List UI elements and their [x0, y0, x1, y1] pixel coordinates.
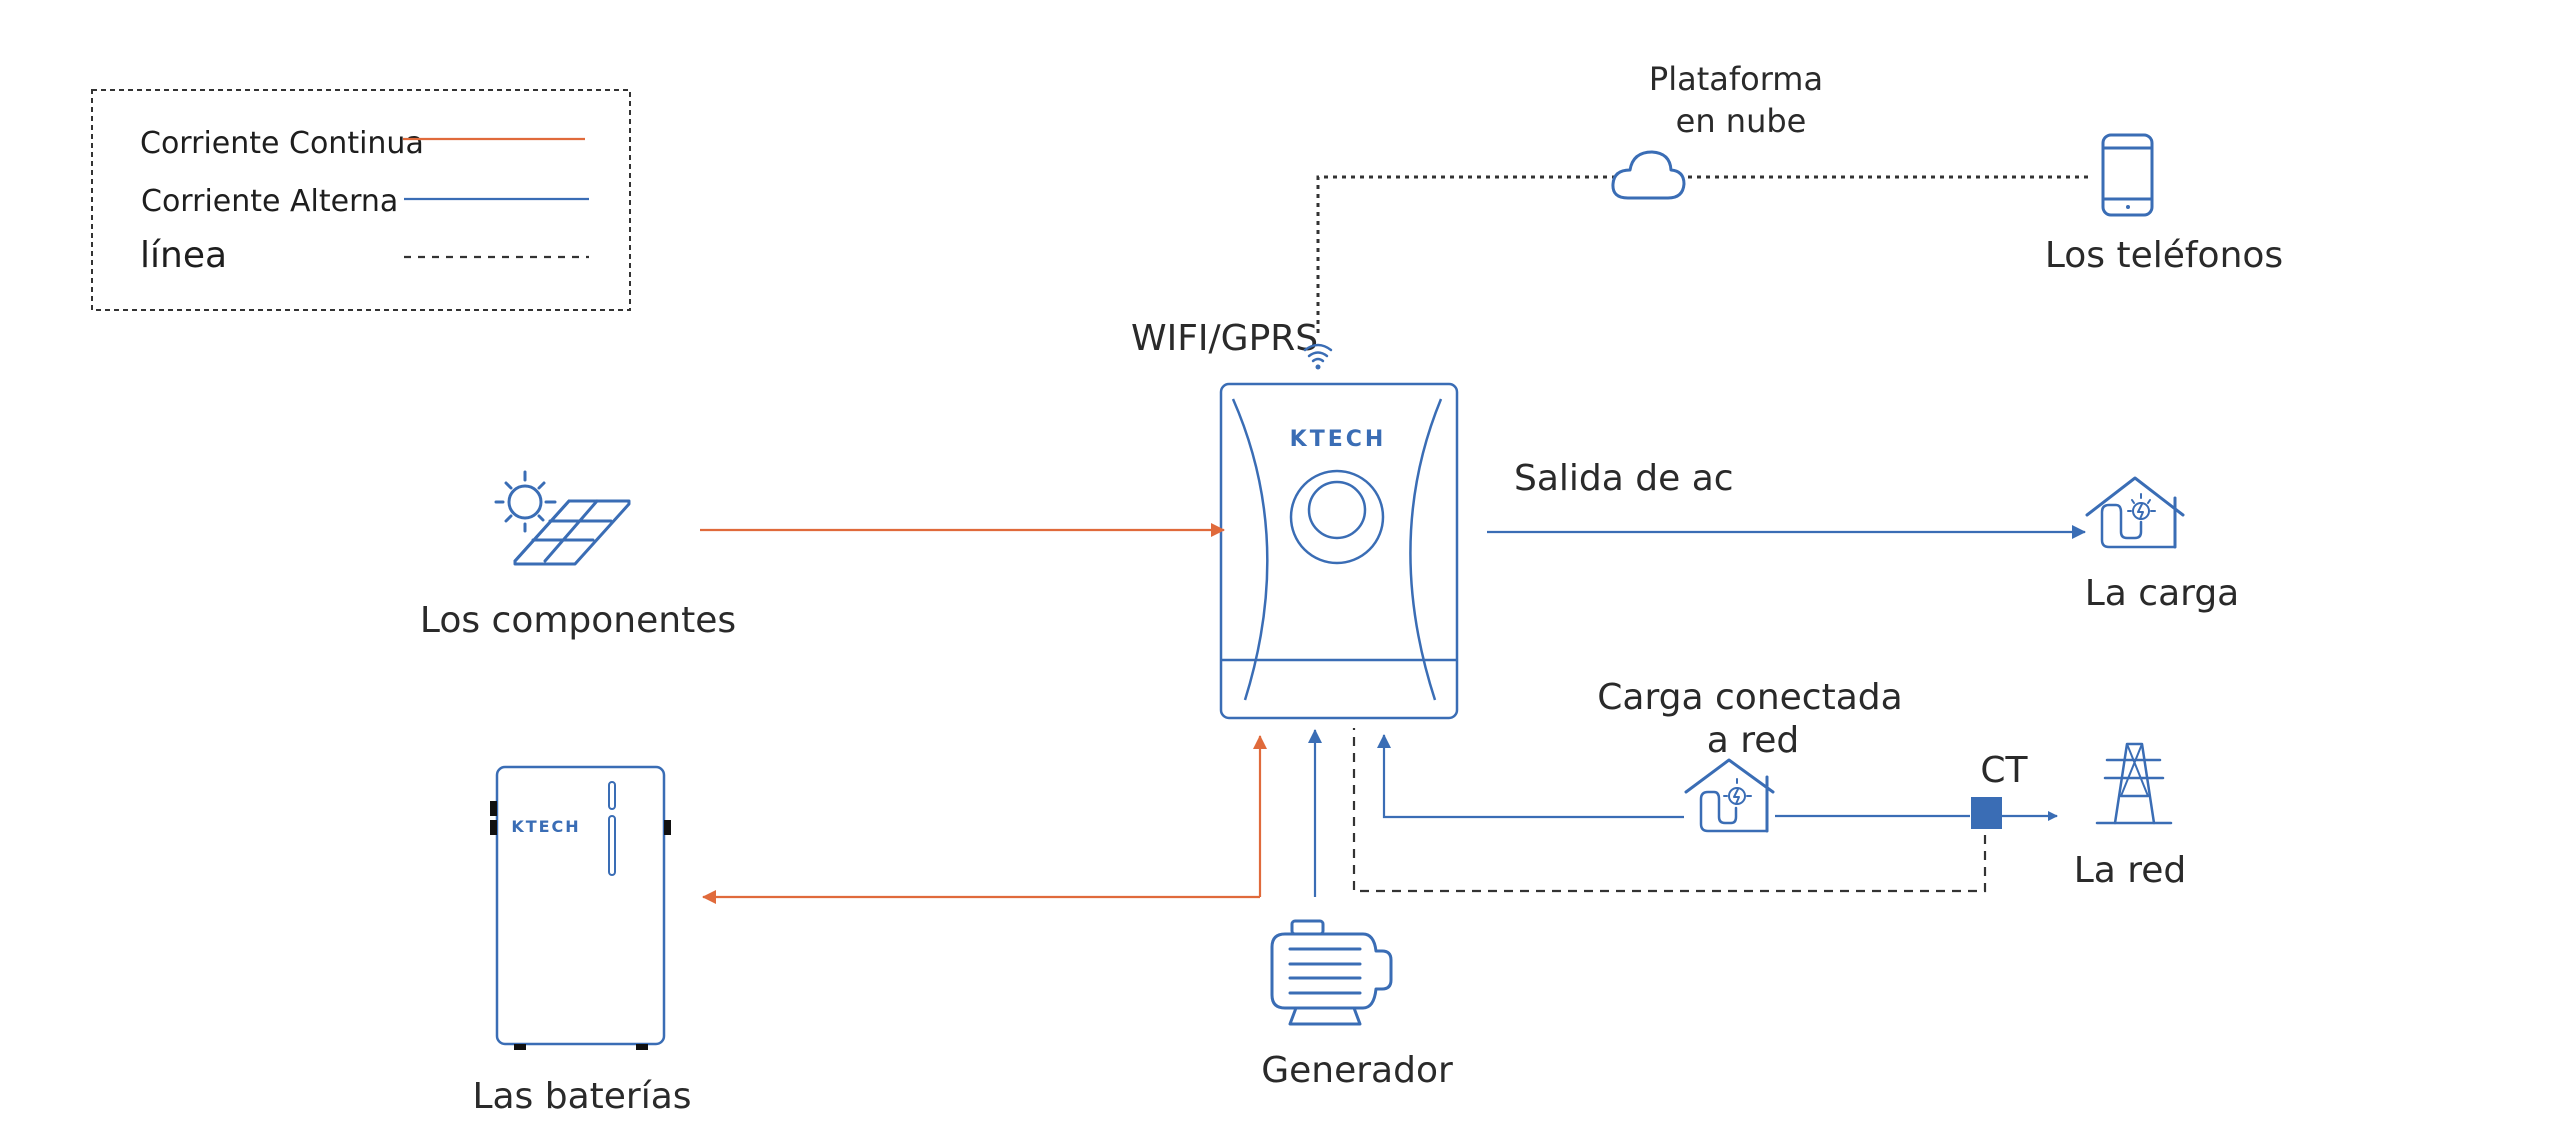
- legend: Corriente Continua Corriente Alterna lín…: [91, 89, 631, 311]
- legend-label-line: línea: [140, 235, 227, 276]
- inverter-display-ring: [1289, 469, 1385, 565]
- wifi-icon: [1303, 343, 1333, 370]
- ct-signal-dashed-line: [1352, 728, 1987, 893]
- battery-handle-right: [664, 820, 671, 835]
- ac-line-grid-to-inverter: [1377, 734, 1684, 819]
- phone-node: Los teléfonos: [2045, 133, 2283, 276]
- battery-terminal-left: [490, 820, 497, 835]
- wifi-node: WIFI/GPRS: [1131, 318, 1333, 370]
- battery-indicator-large: [608, 815, 616, 876]
- inverter-body: [1219, 382, 1459, 720]
- phone-label: Los teléfonos: [2045, 235, 2283, 276]
- cloud-node: Plataforma en nube: [1611, 60, 1823, 200]
- legend-border: [91, 89, 631, 311]
- load-label: La carga: [2085, 573, 2240, 614]
- house-load-icon: [1684, 758, 1775, 833]
- battery-indicator-small: [608, 781, 616, 810]
- inverter-display-button: [1307, 480, 1367, 540]
- solar-panel-icon: [494, 470, 631, 566]
- ct-sensor-icon: [1971, 797, 2002, 829]
- grid-label: La red: [2074, 850, 2187, 891]
- inverter-curve-left: [1231, 398, 1269, 701]
- grid-load-label-line2: a red: [1707, 720, 1800, 761]
- battery-body: [495, 765, 666, 1046]
- battery-node: KTECH Las baterías: [472, 765, 692, 1117]
- power-tower-icon: [2095, 742, 2173, 825]
- wifi-label: WIFI/GPRS: [1131, 318, 1318, 359]
- pv-label: Los componentes: [420, 600, 736, 641]
- cloud-label-line1: Plataforma: [1649, 60, 1823, 98]
- ac-output-label: Salida de ac: [1514, 458, 1734, 499]
- battery-foot-right: [636, 1044, 648, 1050]
- house-load-icon: [2085, 476, 2185, 549]
- inverter-curve-right: [1409, 398, 1443, 701]
- inverter: KTECH: [1219, 382, 1459, 720]
- phone-icon: [2101, 133, 2154, 217]
- legend-label-dc: Corriente Continua: [140, 126, 424, 161]
- battery-label: Las baterías: [472, 1076, 691, 1117]
- legend-label-ac: Corriente Alterna: [141, 184, 398, 219]
- inverter-brand-logo: KTECH: [1290, 427, 1387, 452]
- comm-line-inverter-cloud: [1316, 175, 1614, 333]
- grid-load-node: [1684, 758, 1775, 833]
- battery-handle-left: [490, 801, 497, 816]
- battery-brand-logo: KTECH: [511, 817, 580, 836]
- ct-label: CT: [1980, 750, 2028, 791]
- generator-icon: [1270, 919, 1393, 1026]
- cloud-label-line2: en nube: [1676, 102, 1807, 140]
- load-node: La carga: [2085, 476, 2240, 614]
- cloud-icon: [1611, 150, 1686, 200]
- ct-node: CT: [1971, 750, 2029, 829]
- grid-load-label-line1: Carga conectada: [1597, 677, 1902, 718]
- comm-link: [1316, 175, 2088, 333]
- grid-node: La red: [2074, 742, 2187, 891]
- pv-node: Los componentes: [420, 470, 736, 641]
- generator-label: Generador: [1261, 1050, 1453, 1091]
- battery-foot-left: [514, 1044, 526, 1050]
- generator-node: Generador: [1261, 919, 1453, 1091]
